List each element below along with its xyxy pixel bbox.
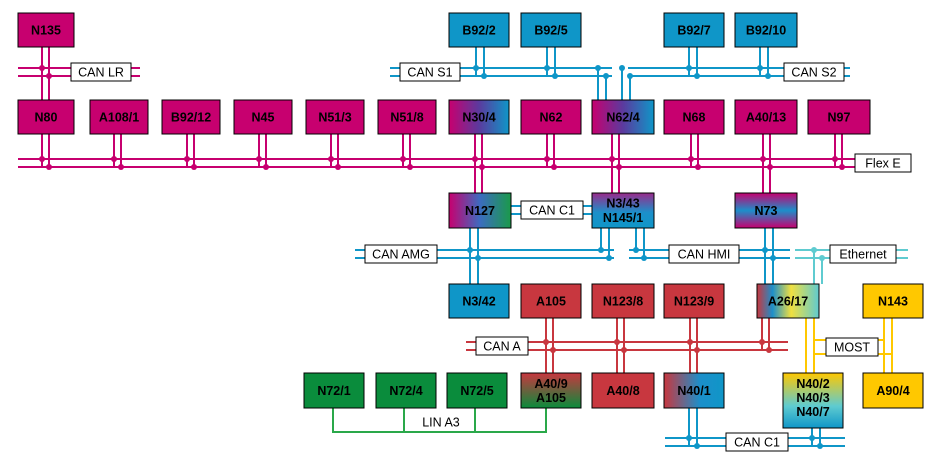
lin-a3-bus [332,408,547,433]
node-a26-17[interactable]: A26/17 [756,283,820,319]
node-n3-42[interactable]: N3/42 [448,283,510,319]
node-n51-8-label: N51/8 [390,111,423,125]
bus-label-can-a: CAN A [475,336,529,356]
node-n127[interactable]: N127 [448,192,512,229]
bus-label-can-lr-text: CAN LR [78,66,124,80]
node-n62-4[interactable]: N62/4 [591,99,655,135]
node-n40-2[interactable]: N40/2 N40/3 N40/7 [782,372,844,429]
node-n72-1[interactable]: N72/1 [303,372,365,409]
node-n51-3-label: N51/3 [318,111,351,125]
bus-label-lin-a3: LIN A3 [413,413,469,431]
bus-label-can-s1-text: CAN S1 [407,66,452,80]
node-n3-43[interactable]: N3/43 N145/1 [591,192,655,229]
node-n97[interactable]: N97 [807,99,871,135]
node-n123-9-label: N123/9 [674,295,714,309]
node-n40-2-label-line3: N40/7 [796,405,829,419]
bus-label-can-c1-bottom-text: CAN C1 [734,436,780,450]
node-n143-label: N143 [878,295,908,309]
node-n73-label: N73 [755,204,778,218]
node-a90-4-label: A90/4 [876,384,909,398]
bus-label-most-text: MOST [834,341,870,355]
bus-label-ethernet-text: Ethernet [839,248,887,262]
node-b92-2-label: B92/2 [462,24,495,38]
node-n62[interactable]: N62 [520,99,582,135]
node-a40-9-label-line1: A40/9 [534,377,567,391]
node-n51-3[interactable]: N51/3 [305,99,365,135]
bus-label-ethernet: Ethernet [829,244,897,264]
node-n40-2-label-line1: N40/2 [796,377,829,391]
flex-e-bus [18,134,858,193]
node-n123-9[interactable]: N123/9 [663,283,725,319]
node-n68-label: N68 [683,111,706,125]
node-a105[interactable]: A105 [520,283,582,319]
node-n30-4-label: N30/4 [462,111,495,125]
node-b92-12[interactable]: B92/12 [161,99,221,135]
bus-label-can-c1-bottom: CAN C1 [725,432,789,452]
node-n72-4-label: N72/4 [389,384,422,398]
node-n3-43-label-line1: N3/43 [606,197,639,211]
node-n40-2-label-line2: N40/3 [796,391,829,405]
node-n127-label: N127 [465,204,495,218]
bus-label-flex-e-text: Flex E [865,157,900,171]
node-a40-13[interactable]: A40/13 [734,99,798,135]
node-b92-12-label: B92/12 [171,111,211,125]
bus-label-can-c1-top-text: CAN C1 [529,204,575,218]
bus-label-can-lr: CAN LR [70,62,132,82]
node-n72-1-label: N72/1 [317,384,350,398]
node-n3-43-label-line2: N145/1 [603,211,643,225]
bus-label-can-s2: CAN S2 [783,62,845,82]
node-b92-5-label: B92/5 [534,24,567,38]
node-n80-label: N80 [35,111,58,125]
node-b92-10-label: B92/10 [746,24,786,38]
node-n51-8[interactable]: N51/8 [377,99,437,135]
node-b92-7-label: B92/7 [677,24,710,38]
node-a40-13-label: A40/13 [746,111,786,125]
node-a40-8-label: A40/8 [606,384,639,398]
node-n40-1[interactable]: N40/1 [663,372,725,409]
bus-label-can-amg-text: CAN AMG [372,248,430,262]
node-n68[interactable]: N68 [663,99,725,135]
node-n135-label: N135 [31,24,61,38]
node-n62-label: N62 [540,111,563,125]
bus-label-can-a-text: CAN A [483,340,521,354]
node-n135[interactable]: N135 [17,12,75,48]
node-n123-8[interactable]: N123/8 [591,283,655,319]
node-n72-5[interactable]: N72/5 [446,372,508,409]
node-n73[interactable]: N73 [734,192,798,229]
node-a108-1-label: A108/1 [99,111,139,125]
bus-label-lin-a3-text: LIN A3 [422,416,460,430]
node-b92-2[interactable]: B92/2 [448,12,510,48]
node-a108-1[interactable]: A108/1 [89,99,149,135]
node-b92-7[interactable]: B92/7 [663,12,725,48]
node-n45-label: N45 [252,111,275,125]
node-n62-4-label: N62/4 [606,111,639,125]
node-n45[interactable]: N45 [233,99,293,135]
bus-label-most: MOST [825,337,879,357]
node-n3-42-label: N3/42 [462,295,495,309]
bus-label-can-hmi-text: CAN HMI [678,248,731,262]
node-n72-5-label: N72/5 [460,384,493,398]
bus-label-flex-e: Flex E [854,153,912,173]
bus-label-can-amg: CAN AMG [364,244,438,264]
node-a26-17-label: A26/17 [768,295,808,309]
node-n143[interactable]: N143 [862,283,924,319]
node-n40-1-label: N40/1 [677,384,710,398]
node-n72-4[interactable]: N72/4 [375,372,437,409]
node-a90-4[interactable]: A90/4 [862,372,924,409]
node-a40-9-label-line2: A105 [536,391,566,405]
node-a105-label: A105 [536,295,566,309]
node-n123-8-label: N123/8 [603,295,643,309]
node-b92-5[interactable]: B92/5 [520,12,582,48]
node-n80[interactable]: N80 [17,99,75,135]
node-b92-10[interactable]: B92/10 [734,12,798,48]
node-a40-8[interactable]: A40/8 [591,372,655,409]
node-a40-9[interactable]: A40/9 A105 [520,372,582,409]
bus-label-can-c1-top: CAN C1 [520,200,584,220]
bus-label-can-s1: CAN S1 [399,62,461,82]
bus-label-can-hmi: CAN HMI [668,244,740,264]
node-n97-label: N97 [828,111,851,125]
node-n30-4[interactable]: N30/4 [448,99,510,135]
bus-label-can-s2-text: CAN S2 [791,66,836,80]
